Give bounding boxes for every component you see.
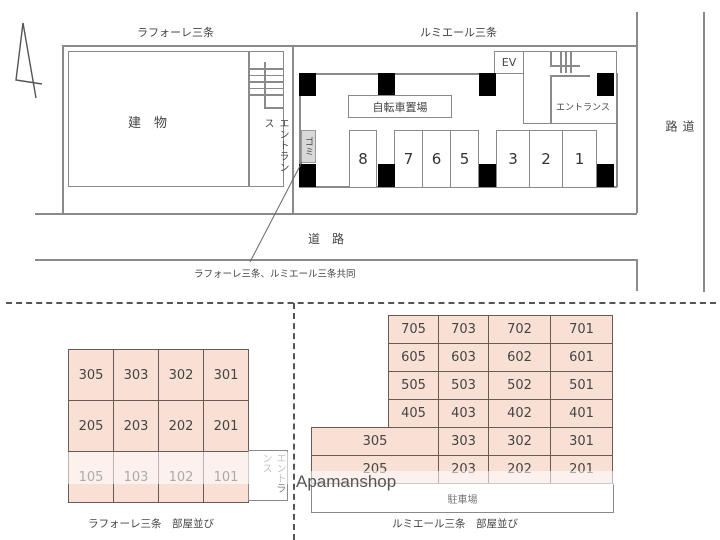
parking-space: 3 [496, 130, 530, 187]
bicycle-parking: 自転車置場 [348, 95, 452, 118]
pillar [597, 73, 614, 96]
room-cell: 302 [489, 428, 551, 456]
north-arrow-icon [15, 22, 43, 99]
wall [550, 75, 590, 77]
stairs-icon [560, 51, 562, 73]
road-edge-right [703, 12, 705, 292]
room-cell: 703 [439, 316, 489, 344]
room-cell: 305 [312, 428, 439, 456]
apamanshop-watermark: Apamanshop [296, 472, 397, 491]
room-cell: 705 [389, 316, 439, 344]
wall [248, 51, 250, 187]
stair-rail [264, 107, 284, 109]
room-cell: 202 [159, 401, 204, 452]
room-cell: 603 [439, 344, 489, 372]
stairs-icon [565, 51, 567, 73]
room-cell: 601 [551, 344, 613, 372]
room-cell: 702 [489, 316, 551, 344]
room-cell: 502 [489, 372, 551, 400]
pillar [299, 164, 316, 187]
room-cell: 403 [439, 400, 489, 428]
elevator: EV [494, 51, 524, 74]
room-cell: 301 [551, 428, 613, 456]
pillar [378, 164, 395, 187]
room-cell: 303 [439, 428, 489, 456]
parking-space: 6 [422, 130, 451, 187]
building-label: 建 物 [128, 116, 168, 131]
room-cell: 405 [389, 400, 439, 428]
stair-rail [264, 62, 266, 108]
wall [299, 73, 301, 187]
room-cell: 402 [489, 400, 551, 428]
room-cell: 501 [551, 372, 613, 400]
room-cell: 503 [439, 372, 489, 400]
lot-boundary [636, 12, 638, 213]
room-cell: 203 [114, 401, 159, 452]
building-name-lafore: ラフォーレ三条 [137, 26, 214, 39]
room-cell: 303 [114, 350, 159, 401]
room-cell: 401 [551, 400, 613, 428]
room-cell: 302 [159, 350, 204, 401]
room-cell: 701 [551, 316, 613, 344]
stair-rail [550, 51, 552, 66]
room-cell: 505 [389, 372, 439, 400]
road-edge-top [35, 213, 637, 215]
stairs-icon [570, 51, 572, 73]
room-cell: 301 [204, 350, 249, 401]
parking-space: 8 [349, 130, 377, 187]
room-cell: 605 [389, 344, 439, 372]
room-cell: 205 [69, 401, 114, 452]
parking-space: 2 [529, 130, 563, 187]
parking-space: 5 [450, 130, 479, 187]
building-name-lumiere: ルミエール三条 [420, 26, 497, 39]
pillar [597, 164, 614, 187]
shared-facility-note: ラフォーレ三条、ルミエール三条共同 [194, 269, 356, 280]
garbage-label: ゴミ [303, 136, 313, 157]
lumiere-caption: ルミエール三条 部屋並び [392, 518, 518, 530]
room-cell: 305 [69, 350, 114, 401]
watermark-band [68, 452, 293, 484]
pillar [479, 164, 496, 187]
lot-boundary [292, 45, 637, 47]
pillar [378, 73, 395, 96]
garbage-area: ゴミ [301, 130, 316, 163]
section-divider [6, 302, 716, 304]
wall [299, 73, 495, 75]
road-edge-bottom [35, 259, 637, 261]
pillar [299, 73, 316, 96]
stair-rail [550, 65, 580, 67]
leader-line [249, 161, 303, 263]
pillar [479, 73, 496, 96]
watermark-band [311, 471, 614, 485]
lot-boundary [292, 45, 294, 213]
lumiere-parking-bar: 駐車場 [311, 483, 614, 513]
road-label-right: 道路 [664, 120, 695, 158]
lafore-entrance-label: エントランス [262, 118, 288, 173]
room-cell: 602 [489, 344, 551, 372]
lumiere-upper-grid: 705 703 702 701 605 603 602 601 505 503 … [388, 315, 613, 428]
lot-boundary [62, 45, 345, 47]
parking-space: 1 [562, 130, 597, 187]
parking-space: 7 [394, 130, 423, 187]
lumiere-entrance-label: エントランス [556, 103, 610, 113]
lafore-caption: ラフォーレ三条 部屋並び [88, 518, 214, 530]
road-label-bottom: 道 路 [308, 232, 345, 246]
road-edge [636, 259, 638, 291]
wall [616, 73, 618, 187]
room-cell: 201 [204, 401, 249, 452]
lot-boundary [62, 45, 64, 213]
wall [550, 75, 552, 124]
section-divider [293, 303, 295, 540]
stairs-icon [249, 68, 283, 101]
